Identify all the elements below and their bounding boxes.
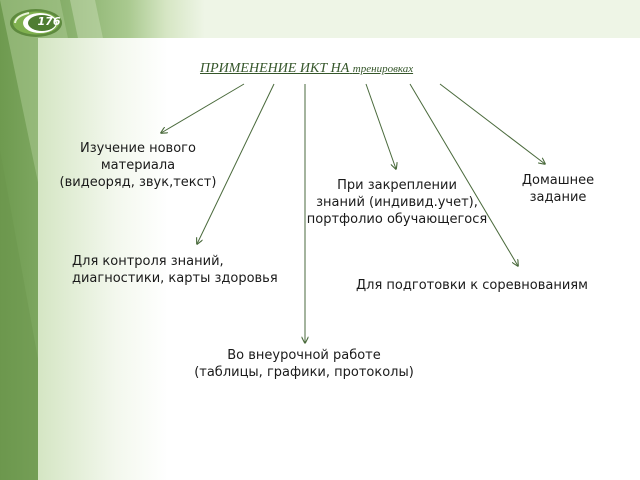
title-main: ПРИМЕНЕНИЕ ИКТ НА [200, 61, 350, 76]
node-homework: Домашнее задание [508, 172, 608, 206]
panel-shade [38, 38, 168, 480]
arrow-homework [439, 83, 545, 164]
node-new-material: Изучение нового материала (видеоряд, зву… [42, 140, 234, 191]
node-consolidation: При закреплении знаний (индивид.учет), п… [284, 177, 510, 228]
node-competition: Для подготовки к соревнованиям [356, 277, 588, 294]
content-panel [38, 38, 640, 480]
node-line: знаний (индивид.учет), [316, 195, 478, 210]
node-line: задание [529, 190, 587, 205]
arrow-consolidation [365, 83, 396, 169]
arrow-control [197, 83, 275, 244]
node-line: Для контроля знаний, [72, 254, 224, 269]
diagram-title: ПРИМЕНЕНИЕ ИКТ НА тренировках [200, 61, 413, 77]
node-line: портфолио обучающегося [306, 212, 488, 227]
title-tail: тренировках [352, 63, 414, 75]
node-extracurricular: Во внеурочной работе (таблицы, графики, … [166, 347, 442, 381]
page-number-badge: 176 [9, 8, 63, 38]
node-line: Изучение нового [80, 141, 196, 156]
arrow-competition [409, 83, 518, 266]
node-line: При закреплении [337, 178, 457, 193]
node-line: (видеоряд, звук,текст) [59, 175, 217, 190]
node-line: (таблицы, графики, протоколы) [194, 365, 414, 380]
node-control: Для контроля знаний, диагностики, карты … [72, 253, 278, 287]
node-line: диагностики, карты здоровья [72, 271, 278, 286]
node-line: материала [100, 158, 176, 173]
page-number: 176 [37, 15, 61, 28]
node-line: Для подготовки к соревнованиям [356, 278, 588, 293]
node-line: Во внеурочной работе [227, 348, 381, 363]
arrow-new-material [161, 83, 245, 133]
node-line: Домашнее [521, 173, 595, 188]
